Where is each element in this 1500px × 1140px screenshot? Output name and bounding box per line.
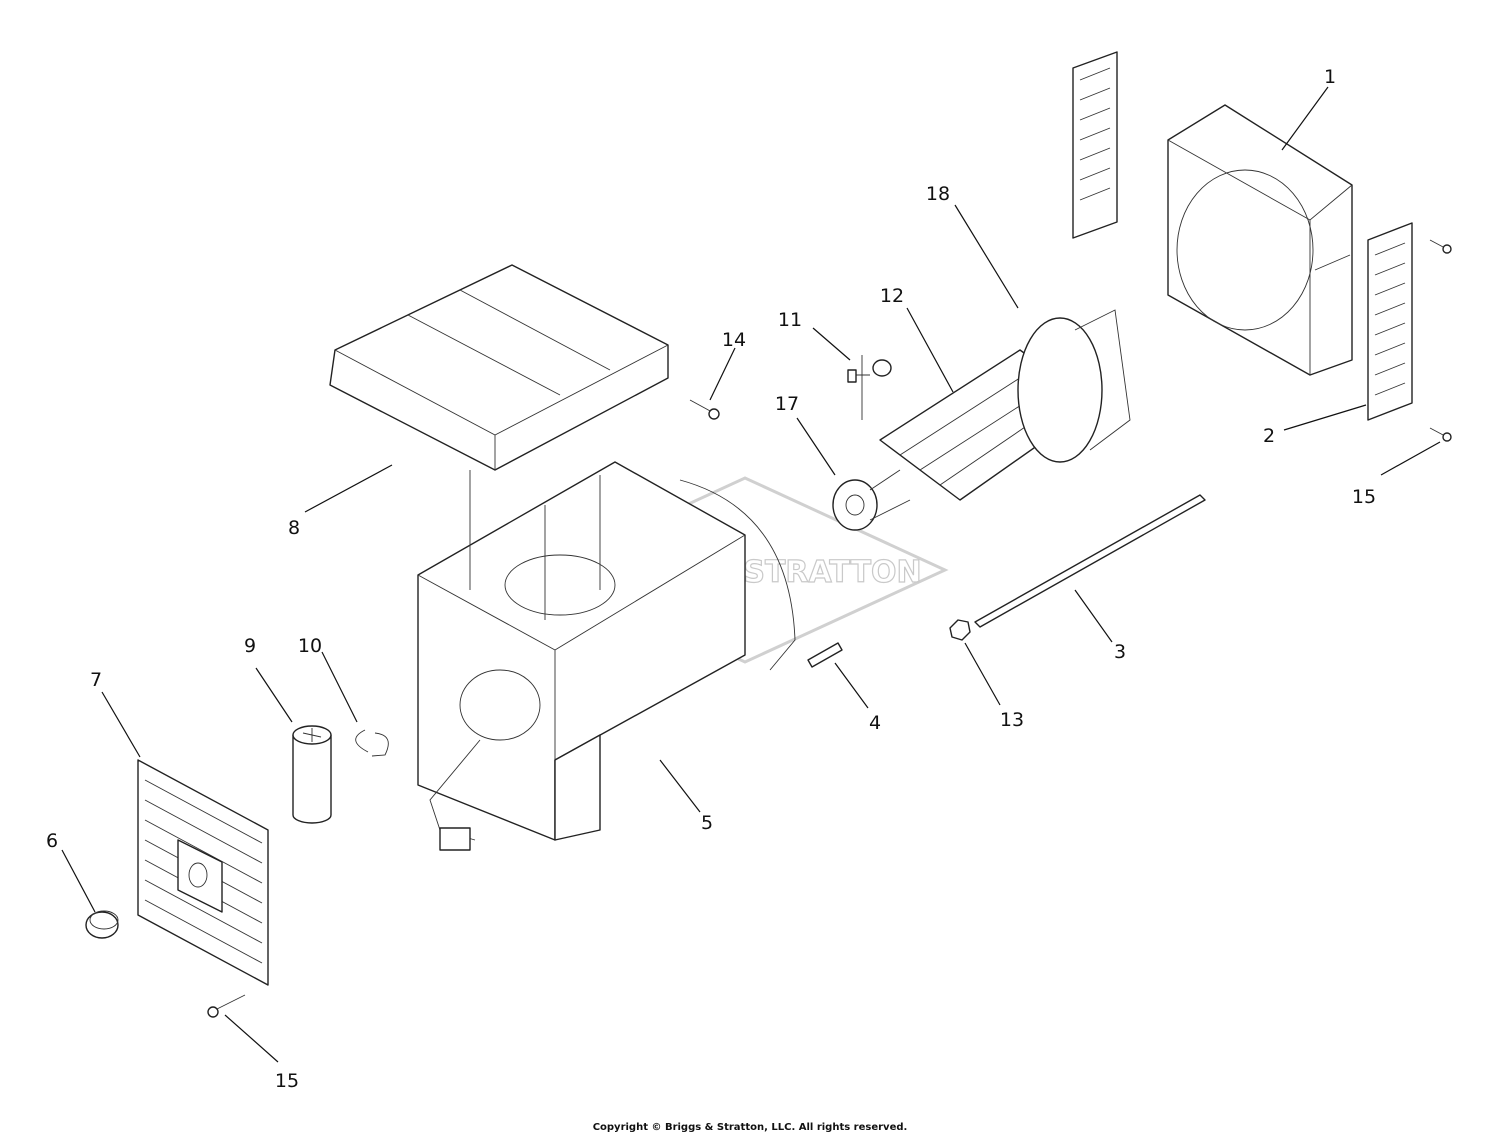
- callout-5: 5: [701, 812, 713, 834]
- stud-part: [807, 642, 843, 668]
- copyright-notice: Copyright © Briggs & Stratton, LLC. All …: [592, 1122, 908, 1133]
- callout-9: 9: [244, 635, 256, 657]
- callout-18: 18: [926, 183, 950, 205]
- side-grille-upper-part: [1072, 51, 1118, 239]
- callout-4: 4: [869, 712, 881, 734]
- callout-10: 10: [298, 635, 322, 657]
- nut-part: [949, 619, 971, 641]
- callout-15-bottom: 15: [275, 1070, 299, 1092]
- callout-15-right: 15: [1352, 486, 1376, 508]
- capacitor-part: [292, 725, 332, 824]
- screw-lower-part: [207, 994, 246, 1018]
- screw-cover-part: [689, 399, 720, 420]
- leader-lines: [61, 86, 1441, 1063]
- callout-7: 7: [90, 669, 102, 691]
- callout-17: 17: [775, 393, 799, 415]
- through-bolt-part: [974, 494, 1206, 628]
- callout-6: 6: [46, 830, 58, 852]
- rotor-assembly-part: [832, 309, 1131, 531]
- callout-1: 1: [1324, 66, 1336, 88]
- top-cover-part: [329, 264, 669, 471]
- housing-part: [417, 461, 796, 851]
- callout-14: 14: [722, 329, 746, 351]
- callout-8: 8: [288, 517, 300, 539]
- plug-part: [85, 910, 119, 939]
- screw-bracket-upper-part: [1429, 239, 1452, 254]
- callout-12: 12: [880, 285, 904, 307]
- callout-11: 11: [778, 309, 802, 331]
- end-bracket-part: [1167, 104, 1353, 376]
- callout-13: 13: [1000, 709, 1024, 731]
- grille-panel-part: [137, 759, 269, 986]
- callout-labels: 1 2 3 4 5 6 7 8 9 10 11 12 13 14 15 15 1…: [46, 66, 1376, 1092]
- callout-3: 3: [1114, 641, 1126, 663]
- screw-bracket-lower-part: [1429, 427, 1452, 442]
- brush-holder-part: [847, 355, 892, 420]
- callout-2: 2: [1263, 425, 1275, 447]
- capacitor-bracket-part: [355, 729, 389, 757]
- side-grille-lower-part: [1367, 222, 1413, 421]
